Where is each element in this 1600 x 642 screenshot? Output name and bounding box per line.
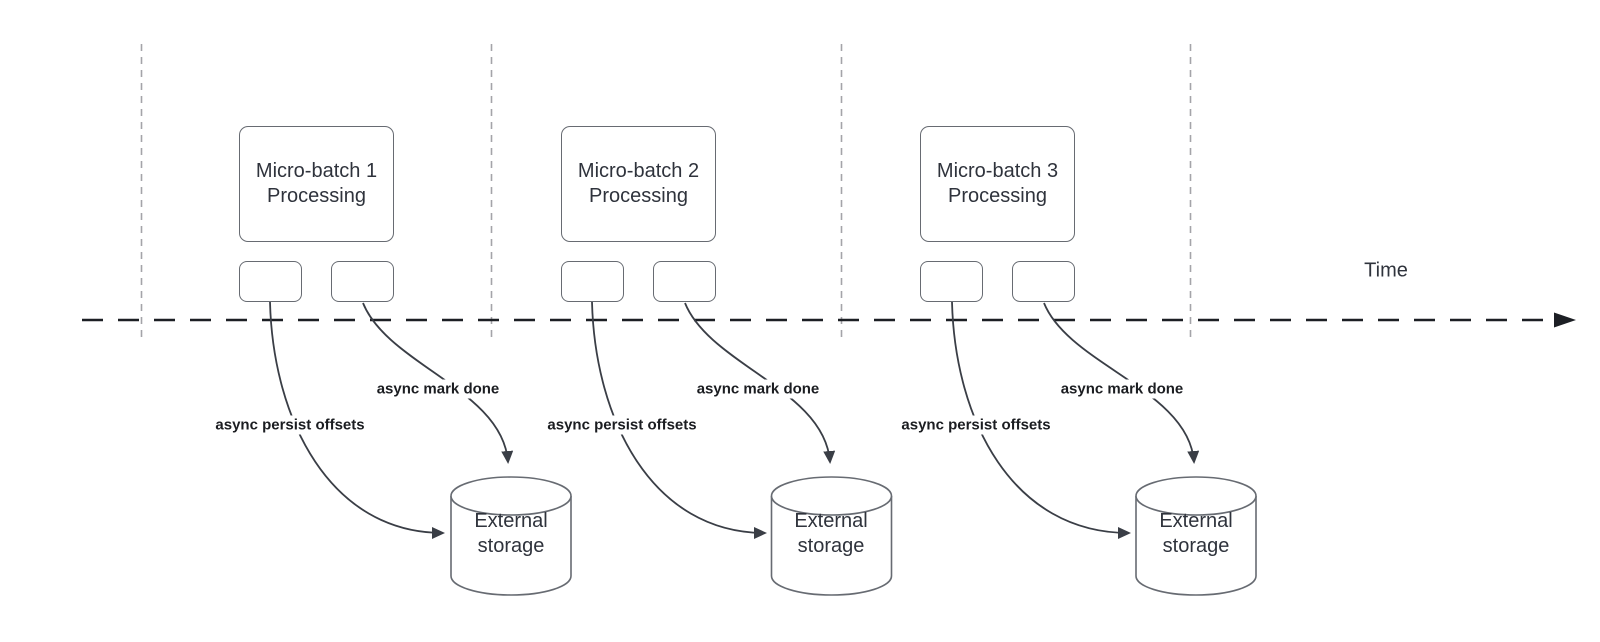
micro-batch-1-processing-box: Micro-batch 1 Processing [239,126,394,242]
micro-batch-2-processing-box: Micro-batch 2 Processing [561,126,716,242]
async-mark-done-label-2: async mark done [693,379,823,399]
micro-batch-3-processing-box: Micro-batch 3 Processing [920,126,1075,242]
interval-guide-lines [140,44,1192,341]
time-axis-arrowhead-icon [1554,312,1576,328]
external-storage-label-3: External storage [1159,510,1233,557]
async-persist-offsets-label-2: async persist offsets [544,415,700,435]
persist-offsets-arrow-2 [591,301,767,539]
external-storage-label-2: External storage [794,510,868,557]
micro-batch-1-processing-label: Micro-batch 1 Processing [255,160,378,207]
async-persist-offsets-label-3: async persist offsets [898,415,1054,435]
persist-offsets-arrow-3 [951,301,1131,539]
micro-batch-2-processing-label: Micro-batch 2 Processing [577,160,700,207]
persist-offsets-arrow-1 [269,301,445,539]
external-storage-label-1: External storage [474,510,548,557]
micro-batch-2-subtask-left [561,261,624,302]
time-axis [82,312,1576,328]
micro-batch-3-subtask-right [1012,261,1075,302]
micro-batch-2-subtask-right [653,261,716,302]
micro-batch-3-subtask-left [920,261,983,302]
mark-done-arrow-3 [1043,302,1200,464]
async-mark-done-label-1: async mark done [373,379,503,399]
time-axis-label: Time [1364,259,1408,282]
external-storage-cylinder-1 [450,476,572,596]
micro-batch-1-subtask-right [331,261,394,302]
mark-done-arrow-2 [684,302,836,464]
mark-done-arrow-1 [362,302,514,464]
async-mark-done-label-3: async mark done [1057,379,1187,399]
external-storage-cylinder-3 [1135,476,1257,596]
micro-batch-3-processing-label: Micro-batch 3 Processing [936,160,1059,207]
external-storage-cylinder-2 [770,476,893,596]
micro-batch-1-subtask-left [239,261,302,302]
async-persist-offsets-label-1: async persist offsets [212,415,368,435]
